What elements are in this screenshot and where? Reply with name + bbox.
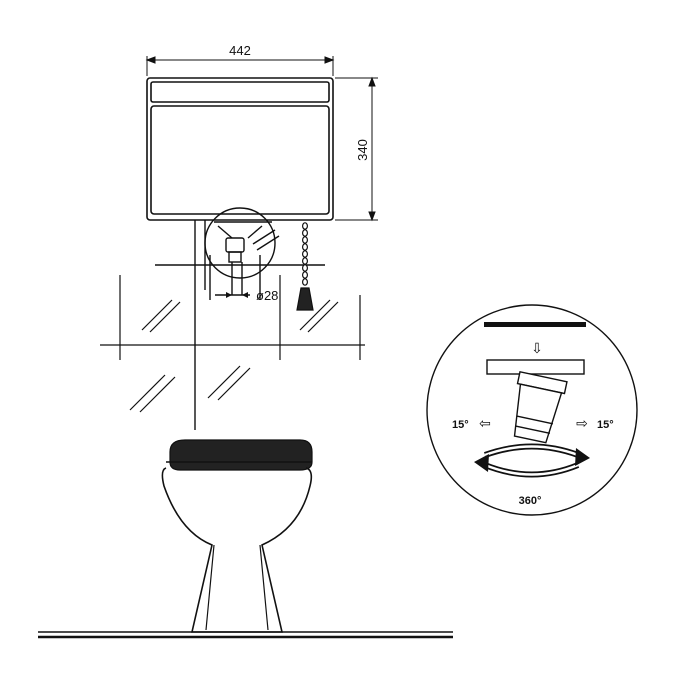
arrow-left-icon: ⇦ [479, 415, 491, 431]
arrow-down-icon: ⇩ [531, 340, 543, 356]
width-dimension [145, 56, 335, 76]
pull-chain [296, 222, 314, 311]
flush-pipe [155, 207, 325, 430]
width-label: 442 [229, 43, 251, 58]
angle-right-label: 15° [597, 419, 614, 431]
wall-lines [100, 275, 365, 413]
height-label: 340 [355, 139, 370, 161]
toilet-pan [161, 439, 313, 633]
floor-line [38, 631, 453, 639]
outlet-diameter-label: ø28 [256, 288, 278, 303]
rotation-detail [426, 304, 638, 516]
height-dimension [335, 76, 378, 222]
cistern [146, 77, 334, 221]
arrow-right-icon: ⇨ [576, 415, 588, 431]
angle-left-label: 15° [452, 419, 469, 431]
rotation-label: 360° [519, 495, 542, 507]
